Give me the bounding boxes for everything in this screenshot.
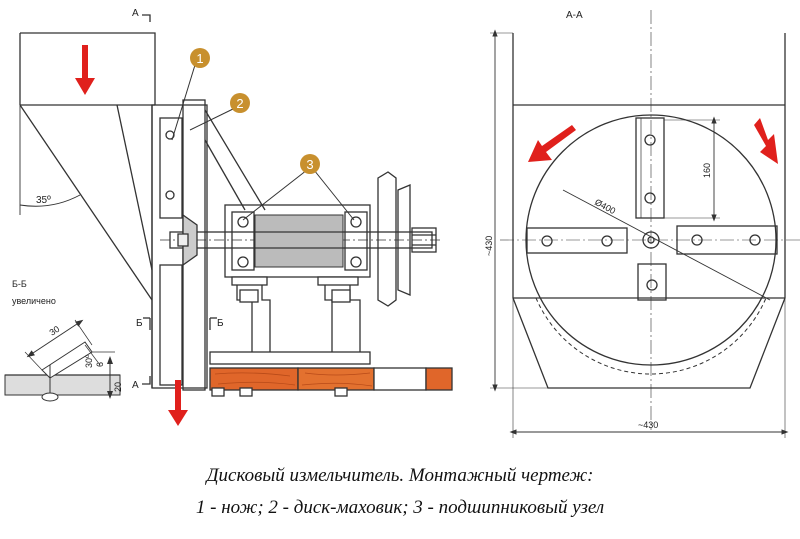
knife-top — [635, 117, 665, 219]
flywheel-disk — [525, 114, 777, 366]
callout-1-label: 1 — [196, 51, 203, 66]
knife-bottom — [637, 263, 667, 301]
section-bb-right-label: Б — [217, 318, 224, 329]
side-view — [19, 32, 453, 397]
caption-line-1: Дисковый измельчитель. Монтажный чертеж: — [206, 465, 594, 486]
section-aa-title: А-А — [566, 10, 583, 21]
section-aa-bottom-label: А — [132, 380, 139, 391]
caption-line-2: 1 - нож; 2 - диск-маховик; 3 - подшипник… — [195, 497, 605, 518]
rotation-arrows — [528, 118, 778, 164]
detail-knife-height: 20 — [113, 382, 123, 392]
callout-3-label: 3 — [306, 157, 313, 172]
pulley — [377, 171, 437, 307]
rotation-arrow-right — [754, 118, 778, 164]
callout-2-label: 2 — [236, 96, 243, 111]
knife-left — [526, 227, 628, 254]
detail-knife-angle: 30º — [84, 354, 94, 368]
section-bb-left-label: Б — [136, 318, 143, 329]
flow-arrows — [75, 45, 188, 426]
rotation-arrow-left — [528, 125, 576, 162]
knife-spacing-label: 160 — [702, 163, 712, 178]
width-dimension-label: ~430 — [638, 420, 658, 430]
hopper-angle-label: 35º — [36, 195, 51, 206]
section-marks — [142, 14, 217, 385]
hub-nut — [642, 231, 660, 249]
section-aa-view: А-А — [490, 10, 800, 438]
callout-2: 2 — [230, 93, 250, 113]
detail-knife-gap: 6 — [95, 362, 105, 367]
discharge-arrow — [168, 380, 188, 426]
callout-leaders — [171, 64, 355, 221]
frame-support — [209, 276, 371, 365]
detail-bb-subtitle: увеличено — [12, 296, 56, 306]
knife-right — [676, 225, 778, 255]
bearing-unit — [224, 204, 371, 278]
callout-1: 1 — [190, 48, 210, 68]
chamber-housing — [500, 10, 800, 430]
section-aa-top-label: А — [132, 8, 139, 19]
disk-housing — [151, 99, 266, 391]
feed-in-arrow — [75, 45, 95, 95]
height-dimension-label: ~430 — [484, 236, 494, 256]
callout-3: 3 — [300, 154, 320, 174]
detail-knife-length: 30 — [48, 324, 62, 338]
detail-bb-title: Б-Б — [12, 279, 27, 289]
detail-bb: Б-Б увеличено 30 30º 6 20 — [4, 279, 123, 402]
disk-diameter-label: Ø400 — [593, 197, 617, 216]
wooden-base — [209, 367, 453, 397]
